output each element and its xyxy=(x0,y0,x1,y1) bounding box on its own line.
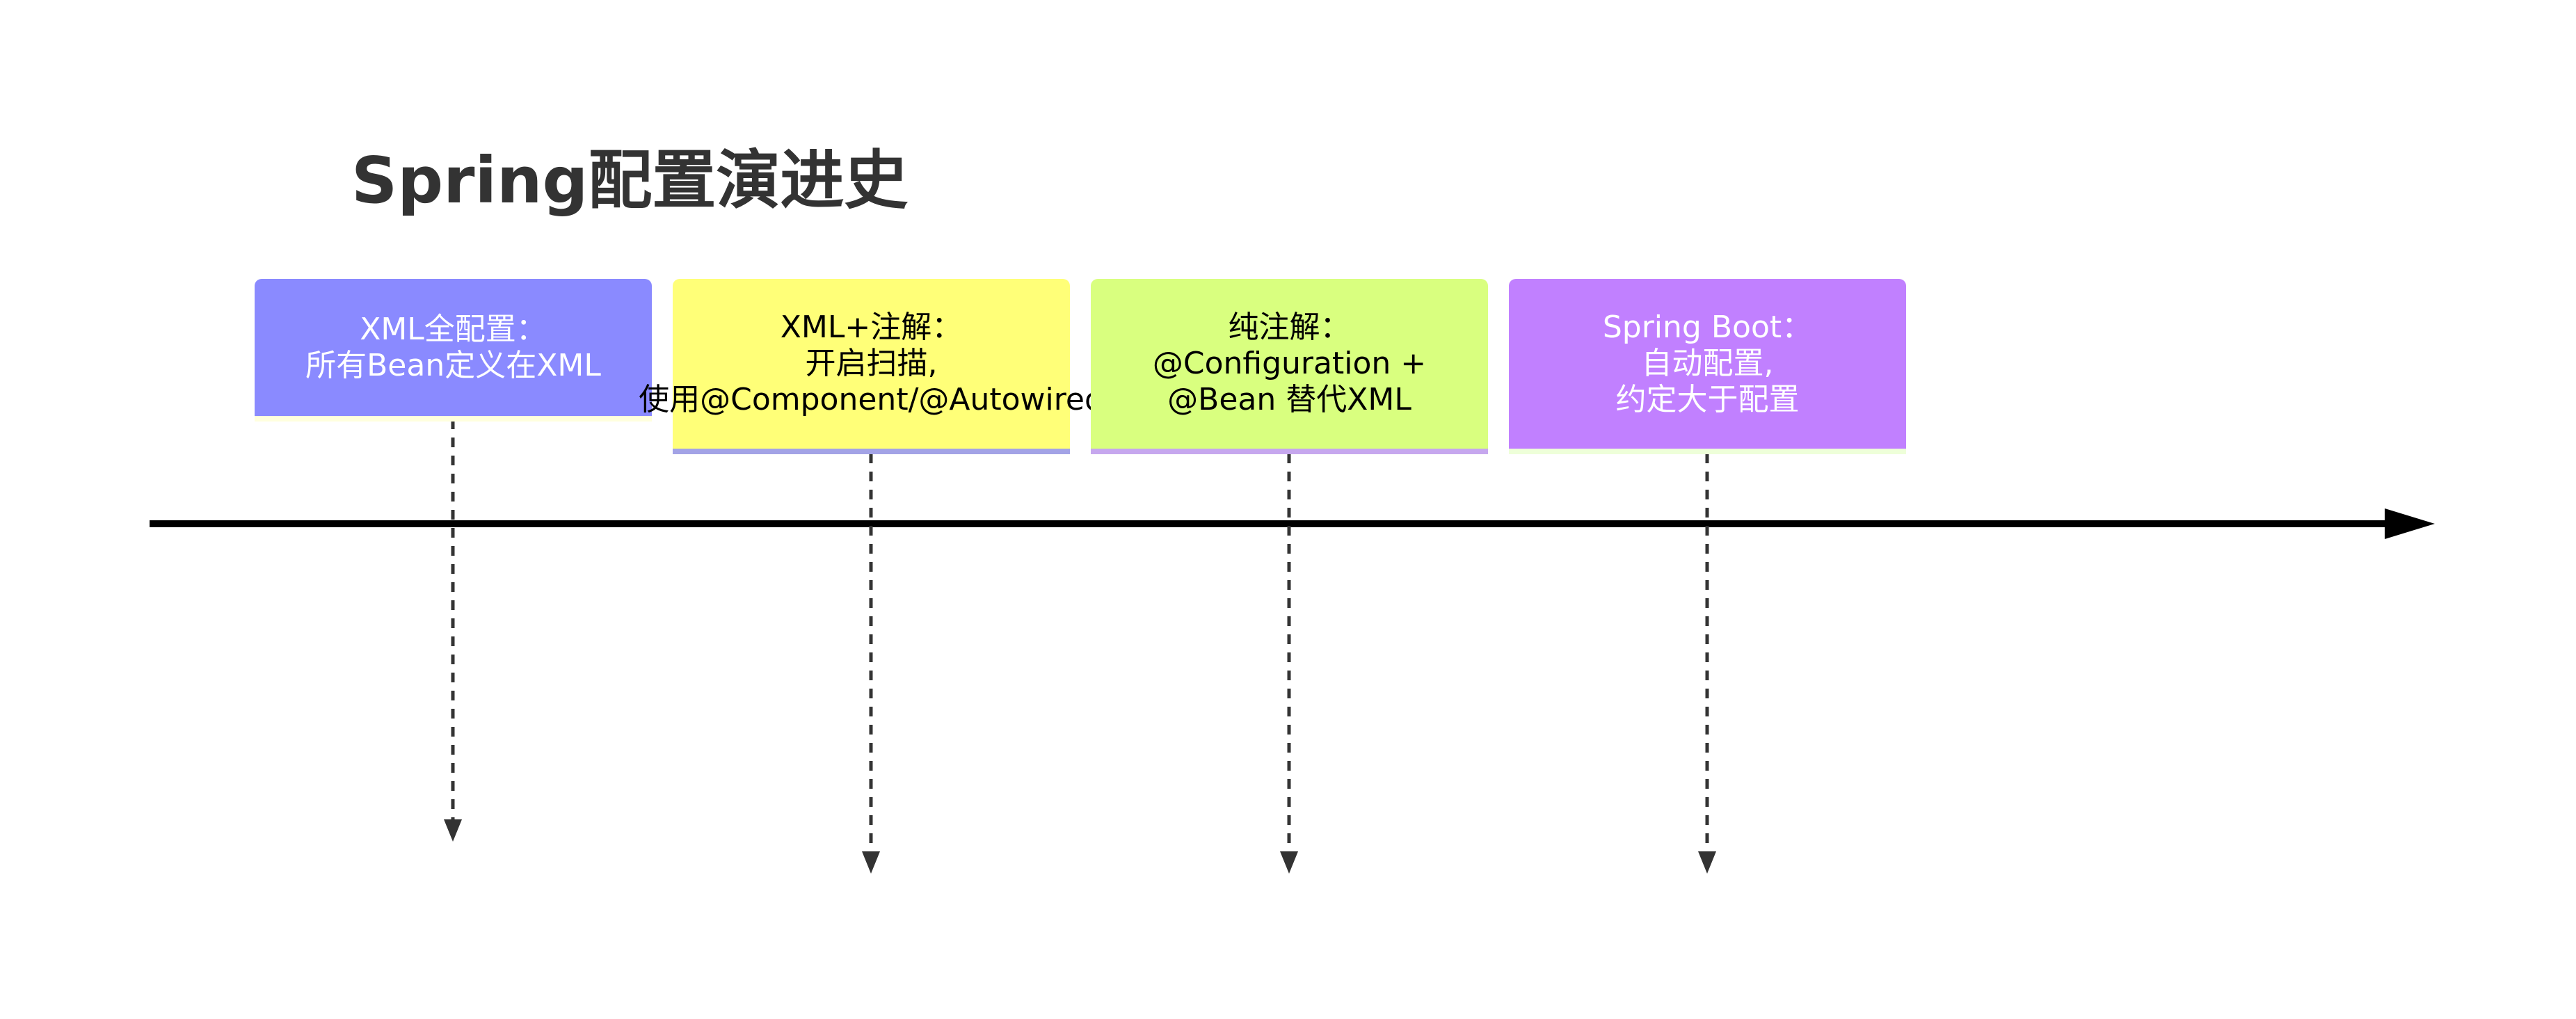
event-card-line: 约定大于配置 xyxy=(1615,381,1800,417)
connector-arrowhead-icon xyxy=(1698,851,1716,874)
connector-2 xyxy=(862,454,880,874)
connector-arrowhead-icon xyxy=(1280,851,1298,874)
connector-3 xyxy=(1280,454,1298,874)
event-card-line: 所有Bean定义在XML xyxy=(305,347,601,383)
event-card-line: @Configuration + xyxy=(1152,346,1427,382)
event-card-line: 使用@Component/@Autowired xyxy=(639,381,1104,417)
event-card-line: @Bean 替代XML xyxy=(1167,381,1411,417)
event-card-line: 纯注解： xyxy=(1228,310,1351,346)
event-card-underline xyxy=(1509,449,1906,454)
event-card-underline xyxy=(1091,449,1488,454)
event-card-spring-boot: Spring Boot： 自动配置, 约定大于配置 xyxy=(1509,279,1906,449)
event-card-line: 开启扫描, xyxy=(805,346,938,382)
timeline-axis-arrowhead-icon xyxy=(2385,508,2435,539)
connector-arrowhead-icon xyxy=(444,819,462,842)
connector-4 xyxy=(1698,454,1716,874)
connector-1 xyxy=(444,419,462,842)
event-card-underline xyxy=(255,416,652,422)
diagram-title: Spring配置演进史 xyxy=(351,143,909,218)
event-card-xml-annotations: XML+注解： 开启扫描, 使用@Component/@Autowired xyxy=(639,279,1104,449)
connector-arrowhead-icon xyxy=(862,851,880,874)
event-card-line: XML+注解： xyxy=(780,310,963,346)
event-card-xml-config: XML全配置： 所有Bean定义在XML xyxy=(255,279,652,416)
event-card-line: 自动配置, xyxy=(1641,346,1774,382)
event-card-line: XML全配置： xyxy=(360,311,547,347)
event-card-pure-annotations: 纯注解： @Configuration + @Bean 替代XML xyxy=(1091,279,1488,449)
event-card-line: Spring Boot： xyxy=(1602,310,1813,346)
event-card-underline xyxy=(673,449,1070,454)
